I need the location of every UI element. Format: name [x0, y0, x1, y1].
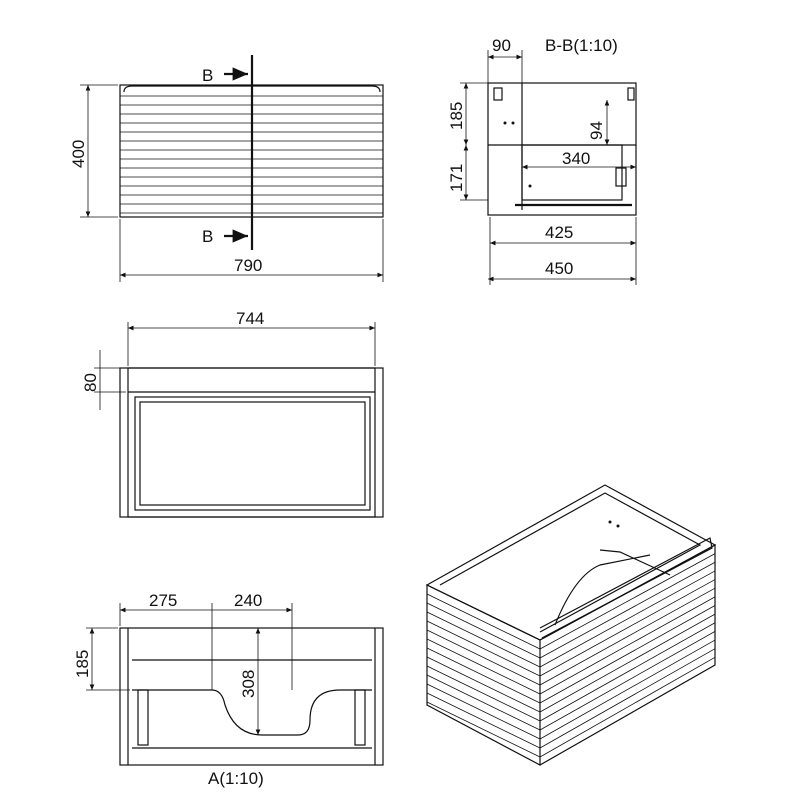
iso-slat-line: [426, 593, 541, 650]
height-dim: 400: [69, 140, 88, 168]
iso-slat-line: [539, 570, 716, 668]
iso-slat-line: [539, 553, 716, 650]
inner-height-dim: 94: [587, 121, 606, 140]
iso-slat-line: [539, 596, 716, 695]
iso-slat-line: [426, 692, 541, 749]
cutout-width-dim: 240: [234, 591, 262, 610]
width-dim: 790: [234, 256, 262, 275]
iso-slat-line: [539, 639, 716, 740]
iso-slat-line: [539, 605, 716, 704]
iso-slat-line: [426, 602, 541, 659]
section-view: B-B(1:10) 90 185 171 94 340 425 450: [447, 36, 637, 285]
back-title: A(1:10): [208, 769, 264, 788]
iso-slat-line: [426, 656, 541, 713]
drawer-depth-dim: 340: [562, 149, 590, 168]
iso-slat-line: [426, 611, 541, 668]
rim-dim: 80: [81, 373, 100, 392]
iso-slat-line: [539, 648, 716, 749]
iso-slat-line: [426, 647, 541, 704]
iso-slat-line: [539, 622, 716, 722]
iso-slat-line: [426, 701, 541, 758]
iso-slat-line: [426, 674, 541, 731]
section-marker-bottom: B: [202, 227, 213, 246]
iso-slat-line: [426, 629, 541, 686]
front-view: B B 400 790: [69, 55, 384, 282]
inner-width-dim: 744: [236, 309, 264, 328]
offset-dim: 275: [149, 591, 177, 610]
isometric-view: [425, 484, 717, 766]
cutout-height-dim: 308: [239, 670, 258, 698]
depth-dim: 450: [545, 259, 573, 278]
iso-slat-line: [539, 587, 716, 686]
iso-slat-line: [426, 638, 541, 695]
top-dim: 90: [492, 36, 511, 55]
iso-slat-line: [426, 665, 541, 722]
section-title: B-B(1:10): [545, 36, 618, 55]
section-outline: [487, 82, 637, 216]
inner-depth-dim: 425: [545, 223, 573, 242]
upper-height-dim: 185: [447, 102, 466, 130]
iso-slat-line: [539, 579, 716, 677]
iso-slat-line: [539, 656, 716, 758]
iso-slat-line: [426, 683, 541, 740]
iso-slat-line: [539, 631, 716, 731]
iso-slat-line: [539, 561, 716, 659]
top-view: 744 80: [81, 309, 384, 518]
back-view: 275 240 185 308 A(1:10): [73, 591, 384, 788]
section-marker-top: B: [202, 66, 213, 85]
back-height-dim: 185: [73, 650, 92, 678]
iso-slat-line: [539, 613, 716, 713]
iso-slat-line: [426, 620, 541, 677]
lower-height-dim: 171: [447, 164, 466, 192]
